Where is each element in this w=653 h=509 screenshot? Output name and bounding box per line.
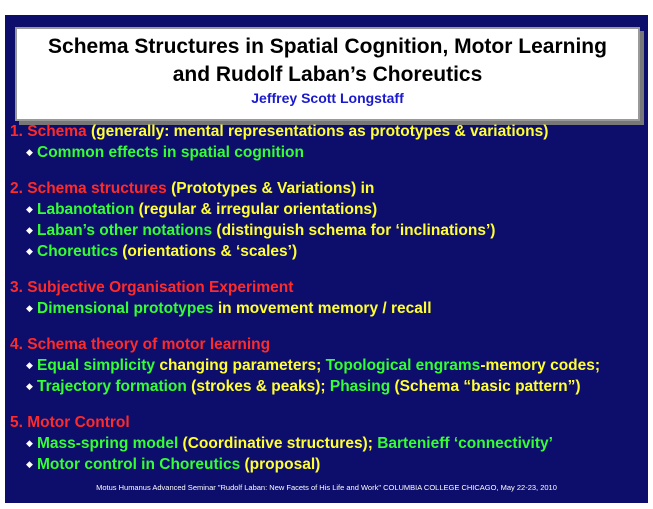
bullet-item: ◆ Mass-spring model (Coordinative structu… [10,433,650,454]
section-gap [10,262,650,277]
bullet-text: in movement memory / recall [213,300,432,317]
bullet-item: ◆ Choreutics (orientations & ‘scales’) [10,241,650,262]
heading-text: (Prototypes & Variations) in [166,180,375,197]
bullet-text: (strokes & peaks); [186,378,330,395]
bullet-item: ◆ Equal simplicity changing parameters; T… [10,355,650,376]
bullet-item: ◆ Labanotation (regular & irregular orien… [10,199,650,220]
section-heading: 4. Schema theory of motor learning [10,334,650,355]
bullet-text: changing parameters; [155,357,326,374]
bullet-text: (Schema “basic pattern”) [390,378,581,395]
bullet-text: Choreutics [37,243,118,260]
slide: Schema Structures in Spatial Cognition, … [5,15,648,503]
bullet-item: ◆ Dimensional prototypes in movement memo… [10,298,650,319]
bullet-text: (regular & irregular orientations) [134,201,378,218]
bullet-text: Phasing [329,378,391,395]
bullet-item: ◆ Laban’s other notations (distinguish sc… [10,220,650,241]
heading-text: 3. Subjective Organisation Experiment [10,279,294,296]
diamond-bullet-icon: ◆ [26,303,33,313]
diamond-bullet-icon: ◆ [26,459,33,469]
bullet-text: Laban’s other notations [37,222,213,239]
bullet-text: (orientations & ‘scales’) [117,243,298,260]
bullet-text: Motor control in Choreutics [37,456,241,473]
bullet-text: Trajectory formation [37,378,187,395]
bullet-text: Mass-spring model [37,435,179,452]
section-gap [10,319,650,334]
footer: Motus Humanus Advanced Seminar "Rudolf L… [96,483,557,492]
diamond-bullet-icon: ◆ [26,438,33,448]
bullet-text: Topological engrams [325,357,481,374]
bullet-item: ◆ Trajectory formation (strokes & peaks);… [10,376,650,397]
bullet-item: ◆ Motor control in Choreutics (proposal) [10,454,650,475]
slide-content: 1. Schema (generally: mental representat… [10,121,650,475]
bullet-text: (proposal) [240,456,321,473]
diamond-bullet-icon: ◆ [26,147,33,157]
title-box: Schema Structures in Spatial Cognition, … [15,27,640,121]
title-line-2: and Rudolf Laban’s Choreutics [172,63,483,86]
section-heading: 3. Subjective Organisation Experiment [10,277,650,298]
bullet-text: Equal simplicity [37,357,156,374]
bullet-text: Dimensional prototypes [37,300,214,317]
bullet-text: Common effects in spatial cognition [37,144,304,161]
author: Jeffrey Scott Longstaff [251,90,404,106]
heading-text: 2. Schema structures [10,180,167,197]
heading-text: 1. Schema [10,123,87,140]
diamond-bullet-icon: ◆ [26,204,33,214]
bullet-item: ◆ Common effects in spatial cognition [10,142,650,163]
bullet-text: (Coordinative structures); [178,435,378,452]
section-gap [10,163,650,178]
diamond-bullet-icon: ◆ [26,225,33,235]
section-heading: 2. Schema structures (Prototypes & Varia… [10,178,650,199]
diamond-bullet-icon: ◆ [26,246,33,256]
heading-text: 4. Schema theory of motor learning [10,336,271,353]
bullet-text: (distinguish schema for ‘inclinations’) [212,222,496,239]
heading-text: 5. Motor Control [10,414,130,431]
title-line-1: Schema Structures in Spatial Cognition, … [48,35,607,58]
bullet-text: Labanotation [37,201,135,218]
section-heading: 1. Schema (generally: mental representat… [10,121,650,142]
diamond-bullet-icon: ◆ [26,381,33,391]
bullet-text: Bartenieff ‘connectivity’ [377,435,553,452]
section-gap [10,397,650,412]
section-heading: 5. Motor Control [10,412,650,433]
heading-text: (generally: mental representations as pr… [86,123,549,140]
diamond-bullet-icon: ◆ [26,360,33,370]
bullet-text: -memory codes; [480,357,601,374]
